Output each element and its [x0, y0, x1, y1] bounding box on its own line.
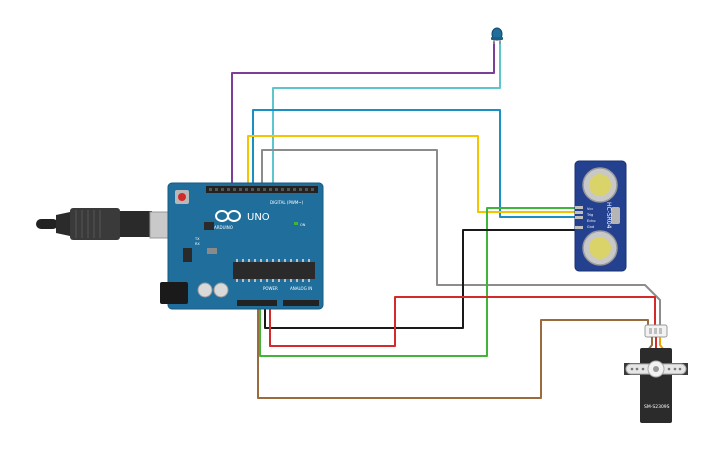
servo-motor[interactable]: SM-S2309S [624, 324, 688, 423]
wire-yellow[interactable] [247, 135, 576, 213]
board-brand: ARDUINO [214, 225, 233, 230]
digital-header[interactable] [206, 186, 318, 193]
wire-teal[interactable] [272, 41, 501, 191]
wire-black[interactable] [264, 229, 576, 329]
led[interactable] [491, 27, 503, 44]
wires [231, 41, 661, 399]
arduino-uno-board[interactable]: DIGITAL (PWM~) UNO ARDUINO TX RX ON [160, 182, 324, 310]
wire-red[interactable] [269, 296, 656, 347]
sensor-pin-gnd: Gnd [587, 225, 594, 229]
board-model: UNO [247, 212, 270, 223]
sensor-model: HC-SR04 [605, 202, 612, 229]
power-header[interactable] [237, 300, 277, 306]
capacitor-1 [197, 282, 213, 298]
sensor-pin-vcc: Vcc [587, 207, 593, 211]
usb-cable[interactable] [36, 208, 185, 240]
analog-header-label: ANALOG IN [290, 286, 312, 291]
wire-green[interactable] [259, 207, 576, 357]
capacitor-2 [213, 282, 229, 298]
sensor-pin-trig: Trig [586, 213, 593, 217]
digital-header-label: DIGITAL (PWM~) [270, 200, 304, 205]
wire-gray[interactable] [261, 149, 661, 326]
power-jack[interactable] [160, 282, 188, 304]
wire-purple[interactable] [231, 41, 495, 191]
sensor-pin-echo: Echo [587, 219, 596, 223]
power-header-label: POWER [263, 286, 278, 291]
servo-model: SM-S2309S [644, 404, 670, 410]
tx-label: TX [194, 237, 200, 241]
wire-brown[interactable] [257, 304, 649, 399]
arduino-logo-icon [215, 210, 241, 222]
analog-header[interactable] [283, 300, 319, 306]
rx-label: RX [195, 242, 200, 246]
microcontroller-chip [233, 262, 315, 279]
ultrasonic-sensor[interactable]: HC-SR04 Vcc Trig Echo Gnd [574, 160, 627, 272]
on-label: ON [300, 223, 306, 227]
